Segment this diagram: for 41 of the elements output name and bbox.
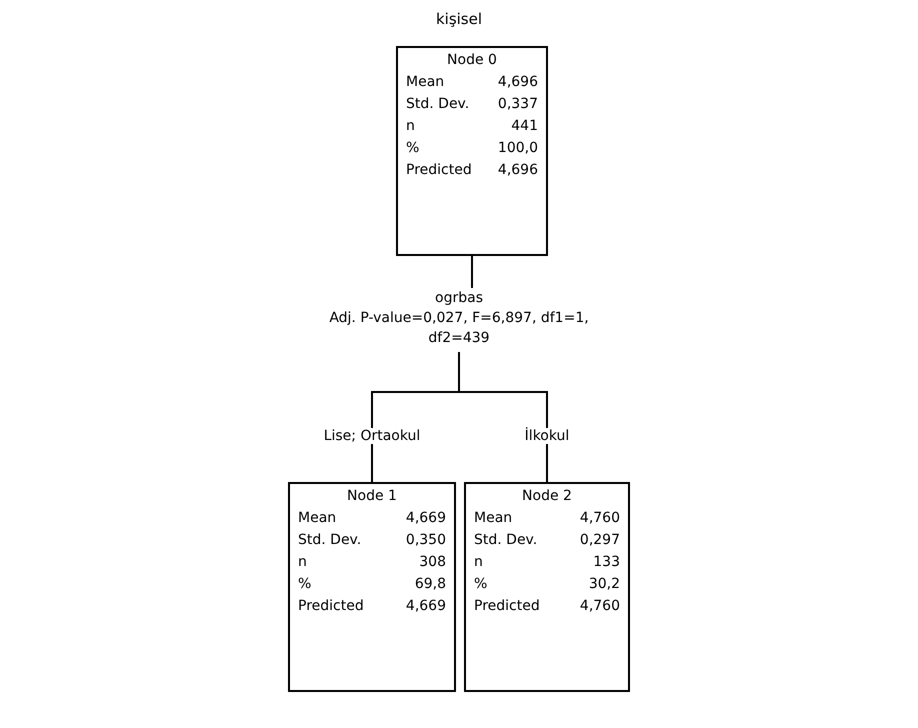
- stat-value: 0,297: [578, 531, 620, 550]
- split-statistics: Adj. P-value=0,027, F=6,897, df1=1, df2=439: [328, 309, 590, 348]
- split-variable: ogrbas: [434, 289, 484, 308]
- stat-value: 0,350: [404, 531, 446, 550]
- node-box: [464, 482, 630, 692]
- node-box: [288, 482, 456, 692]
- stat-value: 100,0: [496, 139, 538, 158]
- stat-label: %: [474, 575, 488, 594]
- stat-label: n: [406, 117, 415, 136]
- stat-value: 4,696: [496, 73, 538, 92]
- stat-value: 0,337: [496, 95, 538, 114]
- connector-line: [458, 352, 548, 482]
- stat-value: 4,696: [496, 161, 538, 180]
- stat-value: 133: [592, 553, 620, 572]
- stat-label: n: [474, 553, 483, 572]
- stat-label: n: [298, 553, 307, 572]
- connector-line: [471, 256, 473, 288]
- stat-label: Predicted: [406, 161, 472, 180]
- stat-value: 4,760: [578, 509, 620, 528]
- stat-label: Std. Dev.: [298, 531, 362, 550]
- stat-label: Mean: [406, 73, 444, 92]
- stat-label: %: [298, 575, 312, 594]
- stat-value: 4,669: [404, 597, 446, 616]
- node-heading: Node 0: [446, 52, 498, 68]
- stat-label: Predicted: [474, 597, 540, 616]
- node-heading: Node 1: [346, 488, 398, 504]
- stat-label: Mean: [474, 509, 512, 528]
- stat-value: 69,8: [414, 575, 446, 594]
- stat-value: 308: [418, 553, 446, 572]
- diagram-title: kişisel: [434, 10, 484, 28]
- stat-value: 4,760: [578, 597, 620, 616]
- stat-value: 441: [510, 117, 538, 136]
- stat-label: %: [406, 139, 420, 158]
- node-box: [396, 46, 548, 256]
- stat-label: Std. Dev.: [406, 95, 470, 114]
- stat-value: 4,669: [404, 509, 446, 528]
- stat-value: 30,2: [588, 575, 620, 594]
- stat-label: Mean: [298, 509, 336, 528]
- node-heading: Node 2: [521, 488, 573, 504]
- stat-label: Predicted: [298, 597, 364, 616]
- stat-label: Std. Dev.: [474, 531, 538, 550]
